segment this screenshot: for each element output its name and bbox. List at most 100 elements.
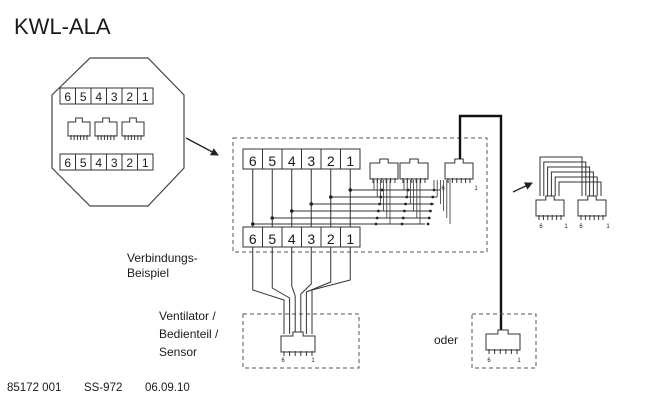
octa-rj-socket-1 (67, 117, 91, 140)
detail-pin-6a: 6 (539, 224, 543, 230)
octa-top-number-2: 2 (126, 90, 133, 104)
example-label-line2: Beispiel (127, 266, 169, 280)
detail-pin-6b: 6 (579, 224, 583, 230)
octa-top-number-3: 3 (111, 90, 118, 104)
junction-dot (380, 188, 384, 192)
device-pin-label-6: 6 (281, 358, 285, 364)
octa-bottom-number-5: 5 (80, 156, 87, 170)
or-rj-plug (485, 329, 521, 354)
device-label-line2: Bedienteil / (159, 327, 219, 341)
octagon-module (51, 57, 185, 207)
junction-dot (348, 188, 353, 192)
junction-dot (405, 195, 409, 199)
detail-socket-right (577, 195, 607, 220)
octa-top-number-4: 4 (95, 90, 102, 104)
bottom-terminal-number-1: 1 (346, 231, 354, 247)
detail-lead (543, 161, 587, 196)
top-terminal-number-3: 3 (307, 153, 315, 169)
arrow-to-detail (512, 182, 533, 193)
arrow-to-example (185, 137, 219, 156)
device-wire (300, 247, 312, 334)
footer-article-number: 85172 001 (7, 382, 61, 394)
bottom-terminal-number-2: 2 (327, 231, 335, 247)
junction-dot (309, 202, 314, 206)
octa-top-number-6: 6 (64, 90, 71, 104)
connection-example-box (232, 137, 488, 253)
octa-bottom-number-3: 3 (111, 156, 118, 170)
thick-cable (458, 114, 503, 330)
device-wire (291, 247, 296, 334)
rj-socket-3 (444, 158, 474, 183)
rj-sockets-row (369, 158, 474, 183)
octa-bottom-number-6: 6 (64, 156, 71, 170)
junction-dot (429, 209, 432, 213)
device-rj-plug (280, 331, 316, 356)
top-terminal-number-1: 1 (346, 153, 354, 169)
junction-dot (375, 216, 379, 220)
pin-label-1: 1 (474, 186, 478, 192)
junction-dot (430, 202, 433, 206)
junction-dot (403, 209, 406, 213)
junction-dot (270, 216, 275, 220)
top-terminal-number-2: 2 (327, 153, 335, 169)
device-wire (252, 247, 285, 334)
or-pin-label-1: 1 (517, 358, 521, 364)
octa-bottom-number-1: 1 (142, 156, 149, 170)
bottom-terminal-number-3: 3 (307, 231, 315, 247)
top-terminal-number-4: 4 (288, 153, 296, 169)
top-terminal-number-6: 6 (249, 153, 257, 169)
detail-lead (550, 171, 594, 196)
octa-top-number-1: 1 (142, 90, 149, 104)
or-box (471, 313, 537, 369)
detail-pin-1b: 1 (606, 224, 610, 230)
junction-dot (400, 222, 404, 226)
bottom-terminal-number-6: 6 (249, 231, 257, 247)
junction-dot (374, 222, 378, 226)
junction-dot (289, 209, 294, 213)
footer-code: SS-972 (84, 382, 122, 394)
diagram-title: KWL-ALA (14, 14, 111, 39)
or-label: oder (434, 333, 458, 347)
bottom-terminal-number-4: 4 (288, 231, 296, 247)
octa-bottom-number-4: 4 (95, 156, 102, 170)
junction-dot (377, 209, 380, 213)
detail-pin-1a: 1 (564, 224, 568, 230)
or-rj-jack (485, 329, 521, 354)
example-label-line1: Verbindungs- (127, 251, 198, 265)
device-cable (252, 247, 351, 334)
double-socket-detail (535, 156, 607, 220)
octa-bottom-number-2: 2 (126, 156, 133, 170)
junction-dot (431, 195, 435, 199)
or-pin-label-6: 6 (487, 358, 491, 364)
device-wire (305, 247, 332, 334)
rj-socket-2 (399, 158, 429, 183)
pin-label-6: 6 (441, 186, 445, 192)
junction-dot (426, 222, 430, 226)
detail-lead (554, 176, 598, 196)
device-wire (311, 247, 351, 334)
octagon-rj-sockets (67, 117, 145, 140)
device-label-line1: Ventilator / (159, 309, 216, 323)
rj-socket-1 (369, 158, 399, 183)
detail-socket-left (535, 195, 565, 220)
octa-rj-socket-2 (94, 117, 118, 140)
junction-dot (404, 202, 407, 206)
device-rj-jack (280, 331, 316, 356)
footer-date: 06.09.10 (145, 382, 190, 394)
octa-rj-socket-3 (121, 117, 145, 140)
device-pin-label-1: 1 (311, 358, 315, 364)
junction-dot (401, 216, 405, 220)
detail-lead (558, 181, 602, 196)
junction-dot (328, 195, 333, 199)
octa-top-number-5: 5 (80, 90, 87, 104)
device-wire (271, 247, 291, 334)
junction-dot (250, 222, 255, 226)
device-label-line3: Sensor (159, 345, 197, 359)
top-terminal-number-5: 5 (268, 153, 276, 169)
junction-dot (427, 216, 431, 220)
